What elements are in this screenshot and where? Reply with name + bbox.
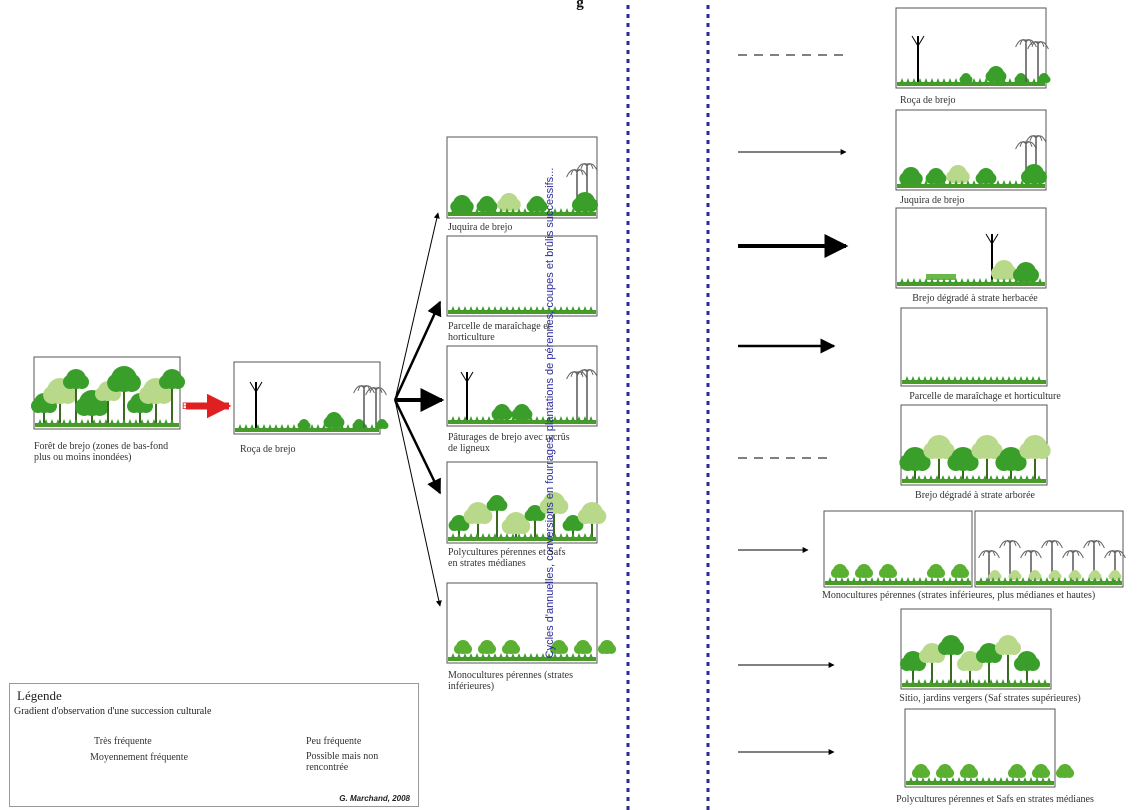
panel-paturage	[446, 345, 598, 427]
panel-r-polyculture	[904, 708, 1075, 788]
legend-subtitle: Gradient d'observation d'une succession …	[14, 706, 212, 717]
legend-title: Légende	[17, 688, 62, 703]
panel-forest	[31, 356, 185, 430]
legend-author: G. Marchand, 2008	[339, 794, 410, 803]
panel-polyculture	[446, 461, 607, 544]
vertical-caption: Cycles d'annuelles, conversions en fourr…	[544, 167, 556, 659]
label-r-parcelle: Parcelle de maraîchage et horticulture	[909, 391, 1061, 402]
panel-r-roca	[895, 7, 1051, 89]
panel-parcelle	[446, 235, 598, 317]
label-r-herbacee: Brejo dégradé à strate herbacée	[912, 293, 1038, 304]
label-parcelle: Parcelle de maraîchage et horticulture	[448, 321, 551, 343]
label-paturage: Pâturages de brejo avec recrûs de ligneu…	[448, 432, 570, 454]
panel-r-sitio	[900, 608, 1052, 690]
arrow-to-parcelle	[393, 300, 442, 401]
label-polyculture: Polycultures pérennes et Safs en strates…	[448, 547, 566, 569]
label-monoculture: Monocultures pérennes (strates inférieur…	[448, 670, 573, 692]
arrow-to-juquira	[394, 212, 440, 401]
panel-r-juquira	[895, 109, 1047, 191]
page-title: g	[576, 0, 584, 11]
label-r-roca: Roça de brejo	[900, 95, 956, 106]
label-r-monoculture: Monocultures pérennes (strates inférieur…	[822, 590, 1096, 601]
label-r-juquira: Juquira de brejo	[900, 195, 965, 206]
label-roca: Roça de brejo	[240, 444, 296, 455]
label-forest: Forêt de brejo (zones de bas-fond plus o…	[34, 441, 169, 463]
panel-roca	[233, 361, 389, 435]
panel-r-herbacee	[895, 207, 1047, 289]
label-r-polyculture: Polycultures pérennes et Safs en strates…	[896, 794, 1094, 805]
panel-monoculture	[446, 582, 617, 664]
panel-r-arboree	[899, 404, 1051, 486]
panel-r-mono-low	[823, 510, 994, 588]
label-juquira: Juquira de brejo	[448, 222, 513, 233]
panel-r-mono-high	[974, 510, 1126, 588]
arrow-to-monoculture	[394, 399, 442, 607]
legend-item-rare: Peu fréquente	[306, 736, 362, 747]
legend-item-medium: Moyennement fréquente	[90, 752, 189, 763]
burn-label: Brûlis	[182, 401, 205, 411]
legend-item-very-frequent: Très fréquente	[94, 736, 152, 747]
panel-juquira	[446, 136, 598, 219]
legend-box: Légende Gradient d'observation d'une suc…	[9, 683, 419, 807]
label-r-sitio: Sitio, jardins vergers (Saf strates supé…	[899, 693, 1081, 704]
label-r-arboree: Brejo dégradé à strate arborée	[915, 490, 1035, 501]
arrow-to-polyculture	[393, 399, 442, 495]
panel-r-parcelle	[900, 307, 1048, 387]
legend-item-possible: Possible mais non rencontrée	[306, 751, 379, 773]
